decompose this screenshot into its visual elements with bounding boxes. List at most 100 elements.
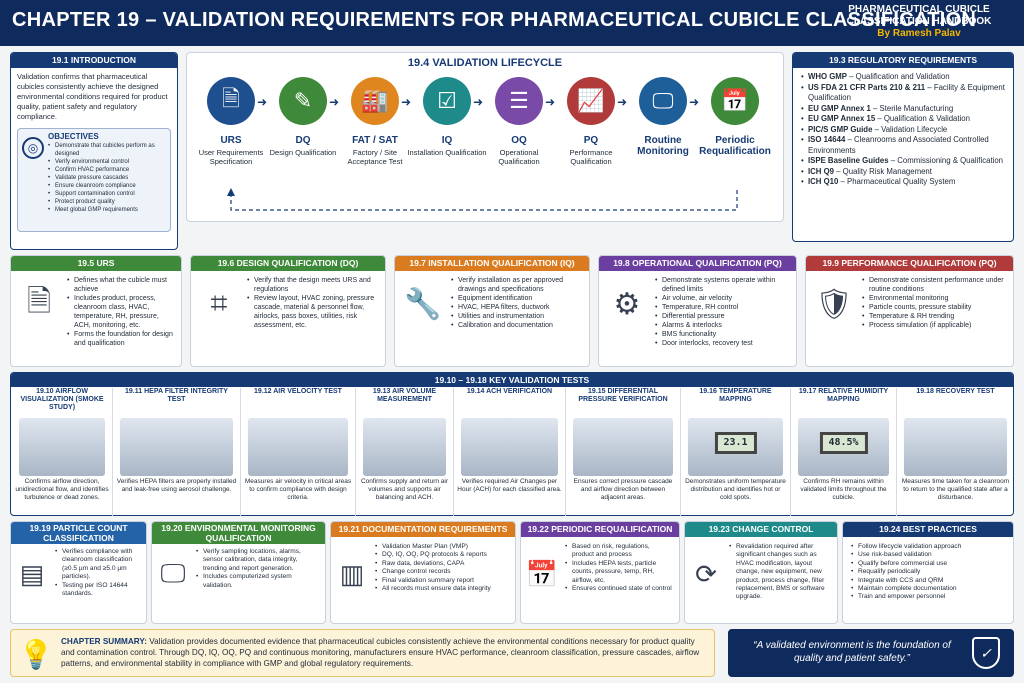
display-readout: 23.1 [714, 432, 757, 454]
card-title: 19.20 ENVIRONMENTAL MONITORING QUALIFICA… [152, 522, 325, 544]
intro-text: Validation confirms that pharmaceutical … [17, 72, 168, 121]
card-item: Equipment identification [451, 294, 581, 303]
binders-icon: ▥ [339, 558, 365, 589]
card-list: Verify installation as per approved draw… [447, 274, 585, 332]
quote-text: “A validated environment is the foundati… [753, 640, 951, 664]
calendar-icon: 📅 [711, 77, 759, 125]
document-icon: 🗎 [207, 77, 255, 125]
card-item: Defines what the cubicle must achieve [67, 276, 173, 294]
target-icon: ◎ [22, 137, 44, 159]
card-item: HVAC, HEPA filters, ductwork [451, 303, 581, 312]
test-desc: Confirms airflow direction, unidirection… [15, 478, 109, 501]
regulation-name: EU GMP Annex 15 [808, 114, 876, 123]
book-info: PHARMACEUTICAL CUBICLE CLASSIFICATION HA… [824, 4, 1014, 40]
regulation-name: ISO 14644 [808, 135, 846, 144]
test-photo [573, 418, 673, 476]
lifecycle-step-desc: Performance Qualification [569, 148, 613, 166]
blueprint-icon: ⌗ [210, 287, 228, 320]
regulation-item: EU GMP Annex 1 – Sterile Manufacturing [801, 104, 1005, 115]
qualification-card: 19.6 DESIGN QUALIFICATION (DQ)⌗Verify th… [190, 255, 386, 367]
lifecycle-step: 🏭 FAT / SAT Factory / Site Acceptance Test [335, 77, 415, 166]
card-title: 19.5 URS [11, 256, 181, 271]
objectives-box: ◎ OBJECTIVES Demonstrate that cubicles p… [17, 128, 171, 232]
qualification-card: 19.7 INSTALLATION QUALIFICATION (IQ)🔧Ver… [394, 255, 590, 367]
card-item: Calibration and documentation [451, 321, 581, 330]
regulation-name: US FDA 21 CFR Parts 210 & 211 [808, 82, 926, 92]
monitor-icon: 🖵 [639, 77, 687, 125]
gear-icon: ⚙ [613, 287, 641, 321]
arrow-right-icon: ➜ [689, 95, 700, 109]
card-item: Forms the foundation for design and qual… [67, 330, 173, 348]
card-list: Demonstrate consistent performance under… [858, 274, 1009, 332]
regulation-desc: – Pharmaceutical Quality System [838, 177, 956, 186]
lifecycle-step-label: DQ [295, 135, 311, 146]
test-photo [904, 418, 1007, 476]
validation-test: 19.15 DIFFERENTIAL PRESSURE VERIFICATION… [566, 388, 681, 516]
page-title: CHAPTER 19 – VALIDATION REQUIREMENTS FOR… [12, 9, 977, 31]
lifecycle-step-desc: Factory / Site Acceptance Test [347, 148, 403, 166]
card-item: Review layout, HVAC zoning, pressure cas… [247, 294, 377, 330]
card-list: Verify that the design meets URS and reg… [243, 274, 381, 332]
card-item: Verify that the design meets URS and reg… [247, 276, 377, 294]
card-list: Demonstrate systems operate within defin… [651, 274, 792, 350]
card-item: BMS functionality [655, 330, 788, 339]
card-item: Change control records [375, 568, 508, 577]
test-photo: 23.1 [688, 418, 783, 476]
card-title: 19.19 PARTICLE COUNT CLASSIFICATION [11, 522, 146, 544]
card-item: Verify sampling locations, alarms, senso… [196, 548, 318, 573]
card-item: Environmental monitoring [862, 294, 1005, 303]
regulation-item: EU GMP Annex 15 – Qualification & Valida… [801, 114, 1005, 125]
card-item: Revalidation required after significant … [729, 543, 830, 602]
card-item: Temperature, RH control [655, 303, 788, 312]
card-item: Maintain complete documentation [851, 585, 1006, 594]
lifecycle-step-desc: User Requirements Specification [198, 148, 264, 166]
objectives-title: OBJECTIVES [48, 132, 99, 141]
regulation-item: PIC/S GMP Guide – Validation Lifecycle [801, 125, 1005, 136]
card-item: Train and empower personnel [851, 593, 1006, 602]
card-item: Includes HEPA tests, particle counts, pr… [565, 560, 672, 585]
regulatory-list: WHO GMP – Qualification and ValidationUS… [793, 68, 1013, 192]
regulation-desc: – Sterile Manufacturing [870, 103, 954, 113]
objectives-list: Demonstrate that cubicles perform as des… [48, 142, 172, 214]
counter-icon: ▤ [19, 558, 45, 589]
test-title: 19.17 RELATIVE HUMIDITY MAPPING [798, 388, 889, 403]
card-item: Includes product, process, cleanroom cla… [67, 294, 173, 330]
display-readout: 48.5% [819, 432, 868, 454]
card-list: Defines what the cubicle must achieveInc… [63, 274, 177, 350]
arrow-right-icon: ➜ [617, 95, 628, 109]
regulation-desc: – Cleanrooms and Associated Controlled E… [808, 135, 989, 155]
card-item: All records must ensure data integrity [375, 585, 508, 594]
card-item: Follow lifecycle validation approach [851, 543, 1006, 552]
lifecycle-step-label: FAT / SAT [352, 135, 398, 146]
requirement-card: 19.21 DOCUMENTATION REQUIREMENTS▥Validat… [330, 521, 516, 624]
card-item: DQ, IQ, OQ, PQ protocols & reports [375, 551, 508, 560]
qualification-card: 19.9 PERFORMANCE QUALIFICATION (PQ)🛡Demo… [805, 255, 1014, 367]
regulation-item: WHO GMP – Qualification and Validation [801, 72, 1005, 83]
intro-panel: 19.1 INTRODUCTION Validation confirms th… [10, 52, 178, 250]
test-desc: Measures time taken for a cleanroom to r… [901, 478, 1010, 501]
card-list: Verifies compliance with cleanroom class… [51, 546, 143, 600]
regulatory-title: 19.3 REGULATORY REQUIREMENTS [793, 53, 1013, 68]
test-title: 19.11 HEPA FILTER INTEGRITY TEST [125, 388, 228, 403]
test-desc: Ensures correct pressure cascade and air… [573, 478, 673, 501]
card-item: Validation Master Plan (VMP) [375, 543, 508, 552]
test-photo [363, 418, 446, 476]
factory-icon: 🏭 [351, 77, 399, 125]
regulation-name: ISPE Baseline Guides [808, 156, 889, 165]
card-item: Use risk-based validation [851, 551, 1006, 560]
tools-icon: 🔧 [404, 287, 442, 321]
card-item: Includes computerized system validation. [196, 573, 318, 590]
regulation-name: EU GMP Annex 1 [808, 103, 871, 113]
card-title: 19.24 BEST PRACTICES [843, 522, 1013, 537]
calendar-icon: 📅 [525, 558, 559, 589]
regulation-desc: – Quality Risk Management [834, 166, 932, 176]
card-item: Integrate with CCS and QRM [851, 577, 1006, 586]
shield-check-icon: ✓ [972, 637, 1000, 669]
card-title: 19.22 PERIODIC REQUALIFICATION [521, 522, 679, 537]
header: CHAPTER 19 – VALIDATION REQUIREMENTS FOR… [0, 0, 1024, 46]
card-item: Demonstrate consistent performance under… [862, 276, 1005, 294]
requirement-card: 19.23 CHANGE CONTROL⟳Revalidation requir… [684, 521, 838, 624]
